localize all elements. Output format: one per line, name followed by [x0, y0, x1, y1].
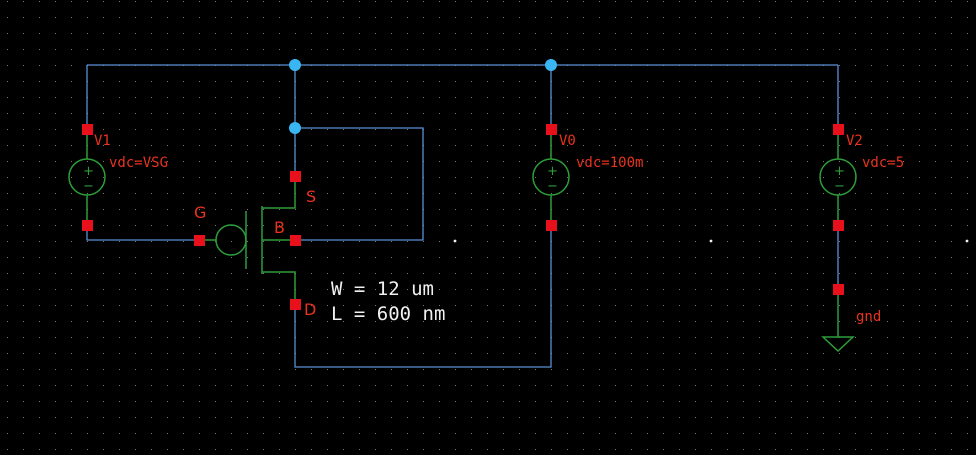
gate-pin[interactable] — [194, 235, 205, 246]
source-name-v1: V1 — [94, 133, 111, 149]
marker-dot — [453, 239, 457, 243]
pin[interactable] — [82, 220, 93, 231]
body-pin[interactable] — [290, 235, 301, 246]
pin[interactable] — [833, 124, 844, 135]
pin[interactable] — [546, 124, 557, 135]
source-value-v0: vdc=100m — [576, 155, 643, 171]
source-name-v2: V2 — [846, 133, 863, 149]
source-name-v0: V0 — [559, 133, 576, 149]
voltage-source-v0[interactable]: + − V0 vdc=100m — [532, 124, 643, 231]
inversion-bubble-icon — [215, 224, 247, 256]
minus-icon: − — [834, 179, 845, 194]
wire-body-loop[interactable] — [295, 127, 424, 241]
ground-label: gnd — [856, 309, 881, 325]
grid-dots — [7, 1, 968, 450]
gate-label: G — [194, 203, 206, 222]
junction-dot[interactable] — [289, 122, 301, 134]
source-value-v2: vdc=5 — [862, 155, 904, 171]
pin[interactable] — [82, 124, 93, 135]
plus-icon: + — [547, 164, 558, 179]
junction-dot[interactable] — [545, 59, 557, 71]
length-parameter: L = 600 nm — [331, 303, 445, 325]
minus-icon: − — [547, 179, 558, 194]
pin[interactable] — [833, 284, 844, 295]
marker-dot — [965, 239, 969, 243]
voltage-source-v1[interactable]: + − V1 vdc=VSG — [68, 124, 168, 231]
ground-icon — [821, 336, 855, 353]
ground-symbol[interactable]: gnd — [821, 284, 881, 353]
wire-drain-loop[interactable] — [294, 225, 552, 368]
wires — [86, 64, 839, 368]
body-label: B — [274, 218, 285, 237]
marker-dots — [453, 239, 969, 243]
drain-label: D — [304, 300, 316, 319]
plus-icon: + — [834, 164, 845, 179]
junction-dot[interactable] — [289, 59, 301, 71]
pmos-transistor[interactable]: G S B D W = 12 um L = 600 nm — [194, 171, 445, 325]
source-pin[interactable] — [290, 171, 301, 182]
pin[interactable] — [546, 220, 557, 231]
width-parameter: W = 12 um — [331, 278, 434, 300]
plus-icon: + — [83, 164, 94, 179]
drain-pin[interactable] — [290, 299, 301, 310]
pin[interactable] — [833, 220, 844, 231]
source-label: S — [306, 187, 316, 206]
junctions — [289, 59, 557, 134]
wire-v1-to-gate[interactable] — [86, 225, 200, 241]
source-value-v1: vdc=VSG — [109, 155, 168, 171]
minus-icon: − — [83, 179, 94, 194]
marker-dot — [709, 239, 713, 243]
voltage-source-v2[interactable]: + − V2 vdc=5 — [819, 124, 904, 231]
